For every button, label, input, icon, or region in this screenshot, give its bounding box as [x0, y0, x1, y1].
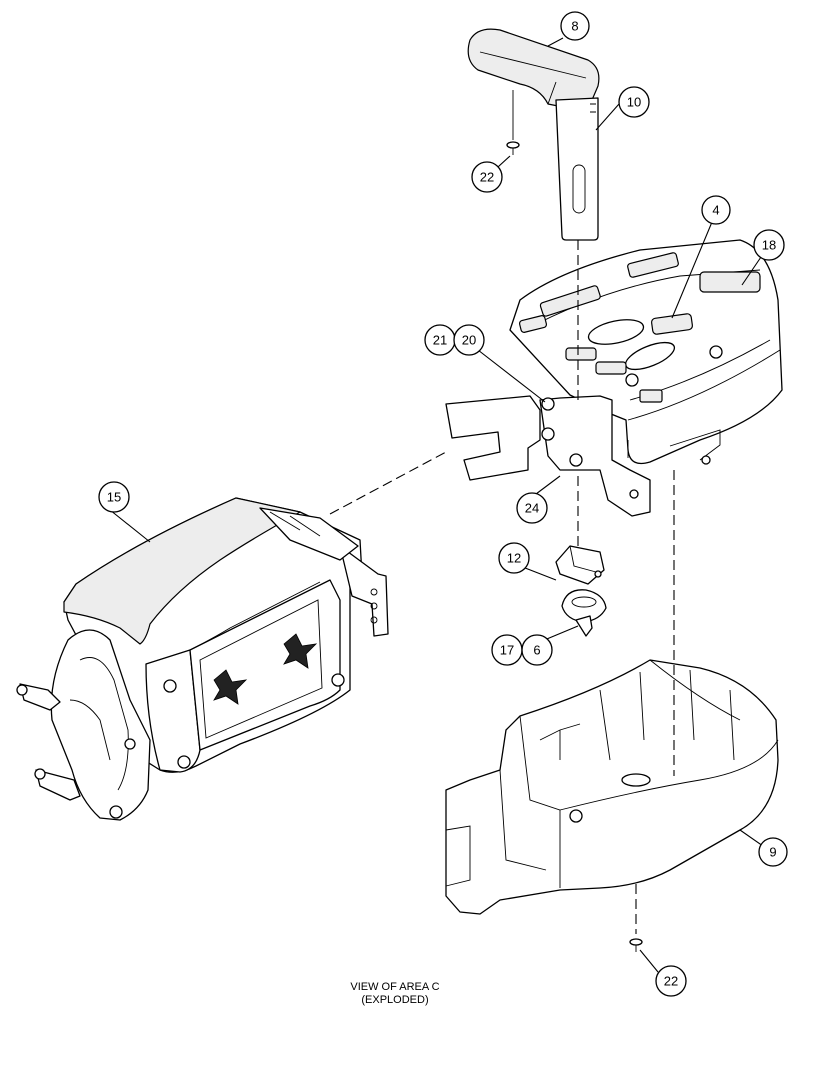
callout-17-label: 17 [500, 643, 514, 658]
callout-9-label: 9 [769, 845, 776, 860]
callout-22-bottom-label: 22 [664, 974, 678, 989]
callout-8-label: 8 [571, 19, 578, 34]
callout-15: 15 [98, 481, 130, 513]
assembly-lines [329, 240, 675, 776]
part-22-screw-top [506, 90, 520, 155]
part-10-lever-bracket [555, 97, 599, 241]
callout-17: 17 [491, 634, 523, 666]
part-6-17-knob [561, 589, 607, 637]
callout-8: 8 [560, 11, 590, 41]
callout-10-label: 10 [627, 95, 641, 110]
callout-6-label: 6 [533, 643, 540, 658]
callout-22-bottom: 22 [655, 965, 687, 997]
part-22-screw-bottom [629, 884, 643, 952]
caption-line-2: (EXPLODED) [361, 994, 429, 1006]
part-20-21-side-plate [445, 395, 555, 481]
callout-22-top-label: 22 [480, 170, 494, 185]
part-9-lower-tray [445, 659, 779, 915]
callout-9: 9 [758, 837, 788, 867]
callout-20: 20 [453, 324, 485, 356]
callout-12: 12 [498, 542, 530, 574]
callout-4: 4 [701, 195, 731, 225]
callout-24-label: 24 [525, 501, 539, 516]
view-caption: VIEW OF AREA C (EXPLODED) [300, 981, 490, 1007]
part-8-handle-grip [467, 28, 600, 109]
part-15-control-box [63, 497, 389, 773]
callout-18-label: 18 [762, 238, 776, 253]
callout-15-label: 15 [107, 490, 121, 505]
callout-10: 10 [618, 86, 650, 118]
callout-22-top: 22 [471, 161, 503, 193]
callout-6: 6 [521, 634, 553, 666]
callout-21: 21 [424, 324, 456, 356]
left-linkage-mechanism [16, 629, 151, 821]
callout-24: 24 [516, 492, 548, 524]
callout-4-label: 4 [712, 203, 719, 218]
callout-20-label: 20 [462, 333, 476, 348]
callout-18: 18 [753, 229, 785, 261]
part-24-lower-bracket [539, 395, 651, 517]
part-12-clip [555, 545, 605, 585]
callout-12-label: 12 [507, 551, 521, 566]
caption-line-1: VIEW OF AREA C [350, 981, 440, 993]
console-top-cover [509, 239, 783, 465]
callout-21-label: 21 [433, 333, 447, 348]
